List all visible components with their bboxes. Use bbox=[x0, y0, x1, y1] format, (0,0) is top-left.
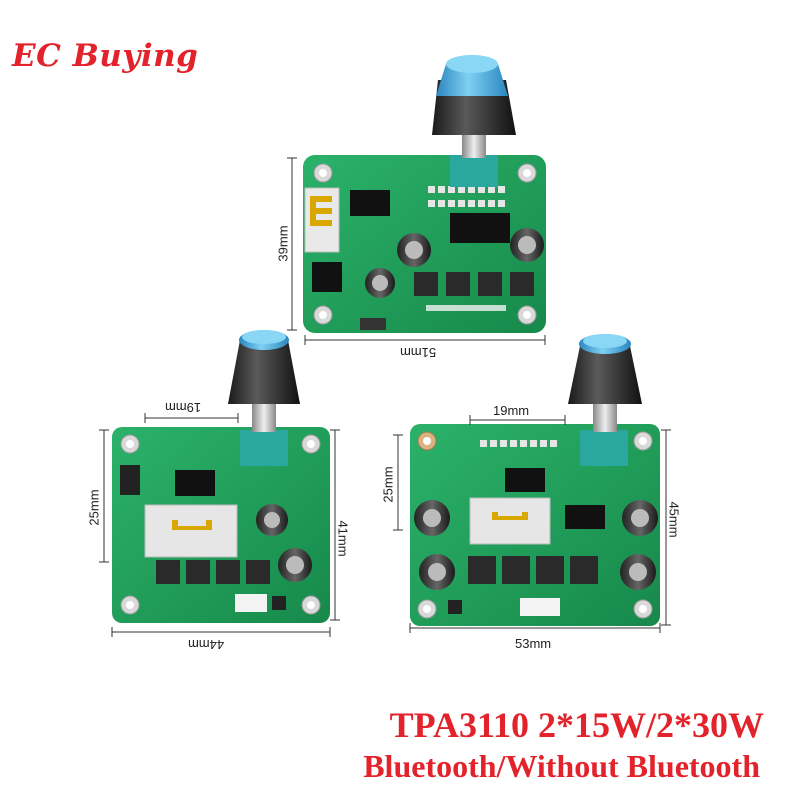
left-board-height-label: 41mm bbox=[335, 520, 351, 557]
right-board-height-label: 45mm bbox=[666, 501, 682, 538]
dimension-lines bbox=[99, 157, 671, 637]
top-board-height-label: 39mm bbox=[275, 225, 291, 262]
left-board-inner-height-label: 25mm bbox=[86, 489, 102, 526]
top-board-width-label: 51mm bbox=[400, 345, 437, 360]
product-subtitle: Bluetooth/Without Bluetooth bbox=[363, 748, 760, 784]
product-title: TPA3110 2*15W/2*30W bbox=[389, 705, 764, 745]
board-top bbox=[303, 55, 546, 333]
left-board-inner-width-label: 19mm bbox=[165, 400, 202, 415]
brand-logo: EC Buying bbox=[12, 38, 199, 74]
right-board-inner-width-label: 19mm bbox=[493, 403, 530, 418]
board-right bbox=[410, 334, 660, 626]
right-board-inner-height-label: 25mm bbox=[380, 466, 396, 503]
right-board-width-label: 53mm bbox=[515, 636, 552, 651]
left-board-width-label: 44mm bbox=[188, 637, 225, 652]
board-left bbox=[112, 330, 330, 623]
